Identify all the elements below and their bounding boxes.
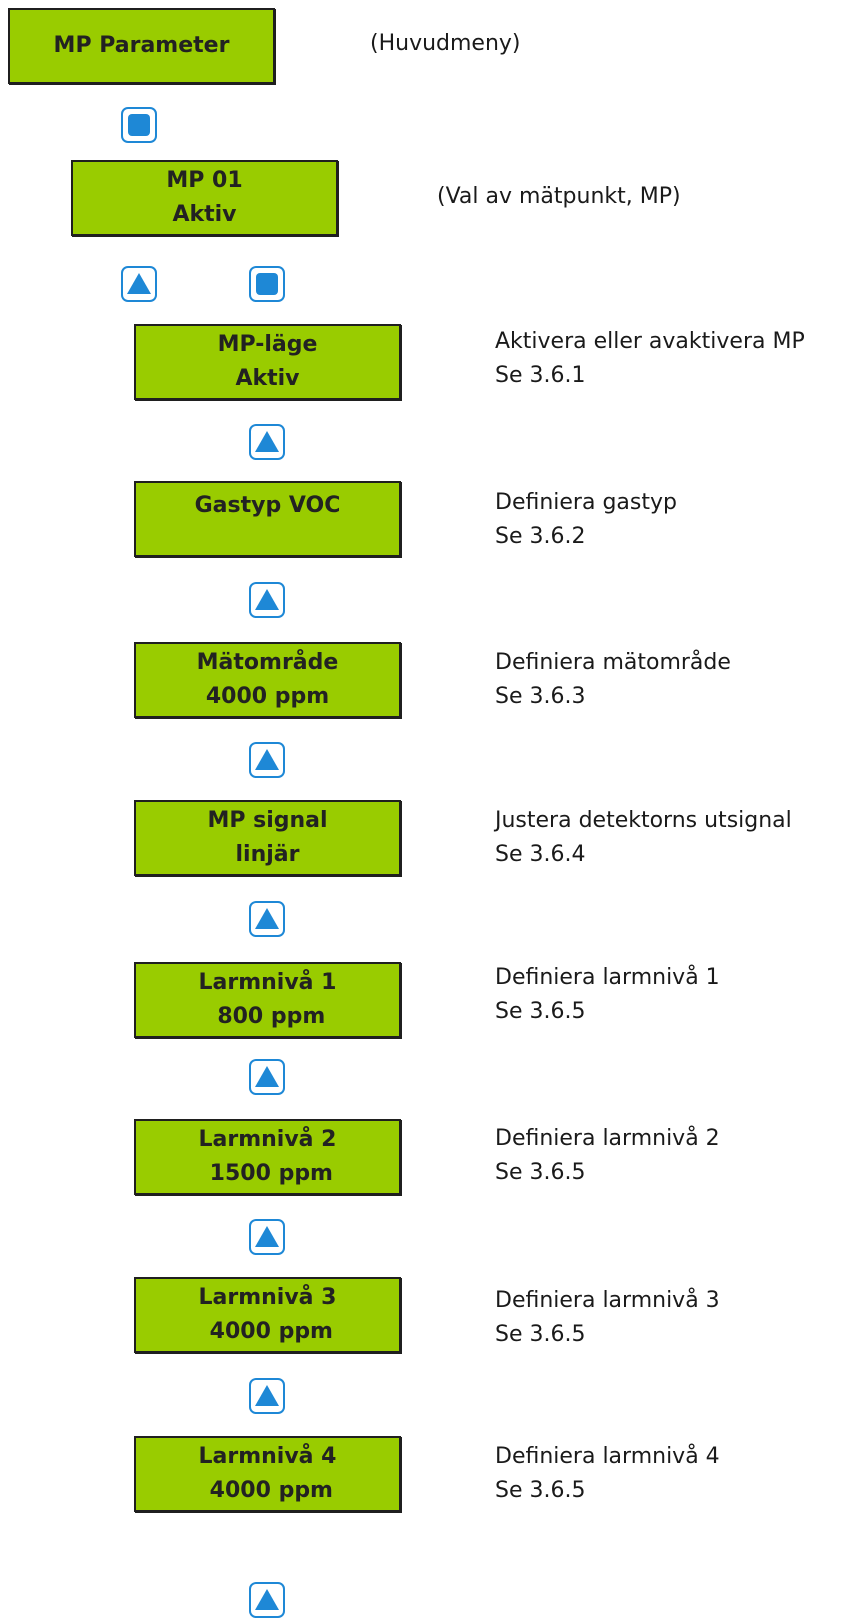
lcd-mp-signal: MP signal linjär <box>134 800 401 876</box>
lcd-line: 4000 ppm <box>202 1478 333 1503</box>
note-alarm-level-2: Definiera larmnivå 2 Se 3.6.5 <box>495 1122 720 1190</box>
note-line: Definiera larmnivå 4 <box>495 1444 720 1469</box>
square-enter-key-icon <box>249 266 285 302</box>
note-line: Se 3.6.5 <box>495 999 586 1024</box>
note-line: Se 3.6.5 <box>495 1160 586 1185</box>
note-line: Definiera larmnivå 2 <box>495 1126 720 1151</box>
note-measurement-point: (Val av mätpunkt, MP) <box>437 180 681 214</box>
lcd-line: 1500 ppm <box>202 1161 333 1186</box>
up-arrow-key-icon <box>249 424 285 460</box>
lcd-line: 4000 ppm <box>205 684 330 709</box>
note-main-menu: (Huvudmeny) <box>370 27 521 61</box>
note-mp-mode: Aktivera eller avaktivera MP Se 3.6.1 <box>495 325 805 393</box>
note-line: Se 3.6.4 <box>495 842 586 867</box>
lcd-alarm-level-3: Larmnivå 3 4000 ppm <box>134 1277 401 1353</box>
lcd-line: MP-läge <box>217 332 318 357</box>
lcd-measurement-point: MP 01 Aktiv <box>71 160 338 236</box>
note-line: Justera detektorns utsignal <box>495 808 792 833</box>
lcd-line: Larmnivå 4 <box>198 1444 337 1469</box>
lcd-alarm-level-1: Larmnivå 1 800 ppm <box>134 962 401 1038</box>
up-arrow-key-icon <box>249 742 285 778</box>
lcd-line: MP signal <box>207 808 328 833</box>
note-alarm-level-1: Definiera larmnivå 1 Se 3.6.5 <box>495 961 720 1029</box>
note-line: (Huvudmeny) <box>370 31 521 56</box>
lcd-line: linjär <box>235 842 300 867</box>
note-line: Definiera gastyp <box>495 490 677 515</box>
square-enter-key-icon <box>121 107 157 143</box>
note-measuring-range: Definiera mätområde Se 3.6.3 <box>495 646 731 714</box>
lcd-line: 800 ppm <box>209 1004 326 1029</box>
up-arrow-key-icon <box>249 901 285 937</box>
note-line: Se 3.6.1 <box>495 363 586 388</box>
lcd-line: 4000 ppm <box>202 1319 333 1344</box>
lcd-gas-type: Gastyp VOC <box>134 481 401 557</box>
note-line: Aktivera eller avaktivera MP <box>495 329 805 354</box>
lcd-line: Mätområde <box>196 650 339 675</box>
lcd-line: Gastyp VOC <box>194 493 341 518</box>
up-arrow-key-icon <box>249 1582 285 1618</box>
note-mp-signal: Justera detektorns utsignal Se 3.6.4 <box>495 804 792 872</box>
note-line: (Val av mätpunkt, MP) <box>437 184 681 209</box>
lcd-alarm-level-2: Larmnivå 2 1500 ppm <box>134 1119 401 1195</box>
up-arrow-key-icon <box>249 582 285 618</box>
up-arrow-key-icon <box>249 1059 285 1095</box>
note-line: Se 3.6.5 <box>495 1478 586 1503</box>
lcd-line: MP Parameter <box>53 33 230 58</box>
note-line: Definiera larmnivå 3 <box>495 1288 720 1313</box>
lcd-line: Larmnivå 1 <box>198 970 337 995</box>
note-alarm-level-4: Definiera larmnivå 4 Se 3.6.5 <box>495 1440 720 1508</box>
lcd-measuring-range: Mätområde 4000 ppm <box>134 642 401 718</box>
note-gas-type: Definiera gastyp Se 3.6.2 <box>495 486 677 554</box>
lcd-line: Aktiv <box>235 366 300 391</box>
note-line: Se 3.6.3 <box>495 684 586 709</box>
note-line: Definiera mätområde <box>495 650 731 675</box>
lcd-main-menu: MP Parameter <box>8 8 275 84</box>
lcd-line: Larmnivå 2 <box>198 1127 337 1152</box>
note-line: Definiera larmnivå 1 <box>495 965 720 990</box>
lcd-line: Aktiv <box>172 202 237 227</box>
lcd-alarm-level-4: Larmnivå 4 4000 ppm <box>134 1436 401 1512</box>
note-alarm-level-3: Definiera larmnivå 3 Se 3.6.5 <box>495 1284 720 1352</box>
note-line: Se 3.6.5 <box>495 1322 586 1347</box>
lcd-line: MP 01 <box>166 168 243 193</box>
lcd-line: Larmnivå 3 <box>198 1285 337 1310</box>
up-arrow-key-icon <box>121 266 157 302</box>
up-arrow-key-icon <box>249 1378 285 1414</box>
up-arrow-key-icon <box>249 1219 285 1255</box>
lcd-mp-mode: MP-läge Aktiv <box>134 324 401 400</box>
note-line: Se 3.6.2 <box>495 524 586 549</box>
